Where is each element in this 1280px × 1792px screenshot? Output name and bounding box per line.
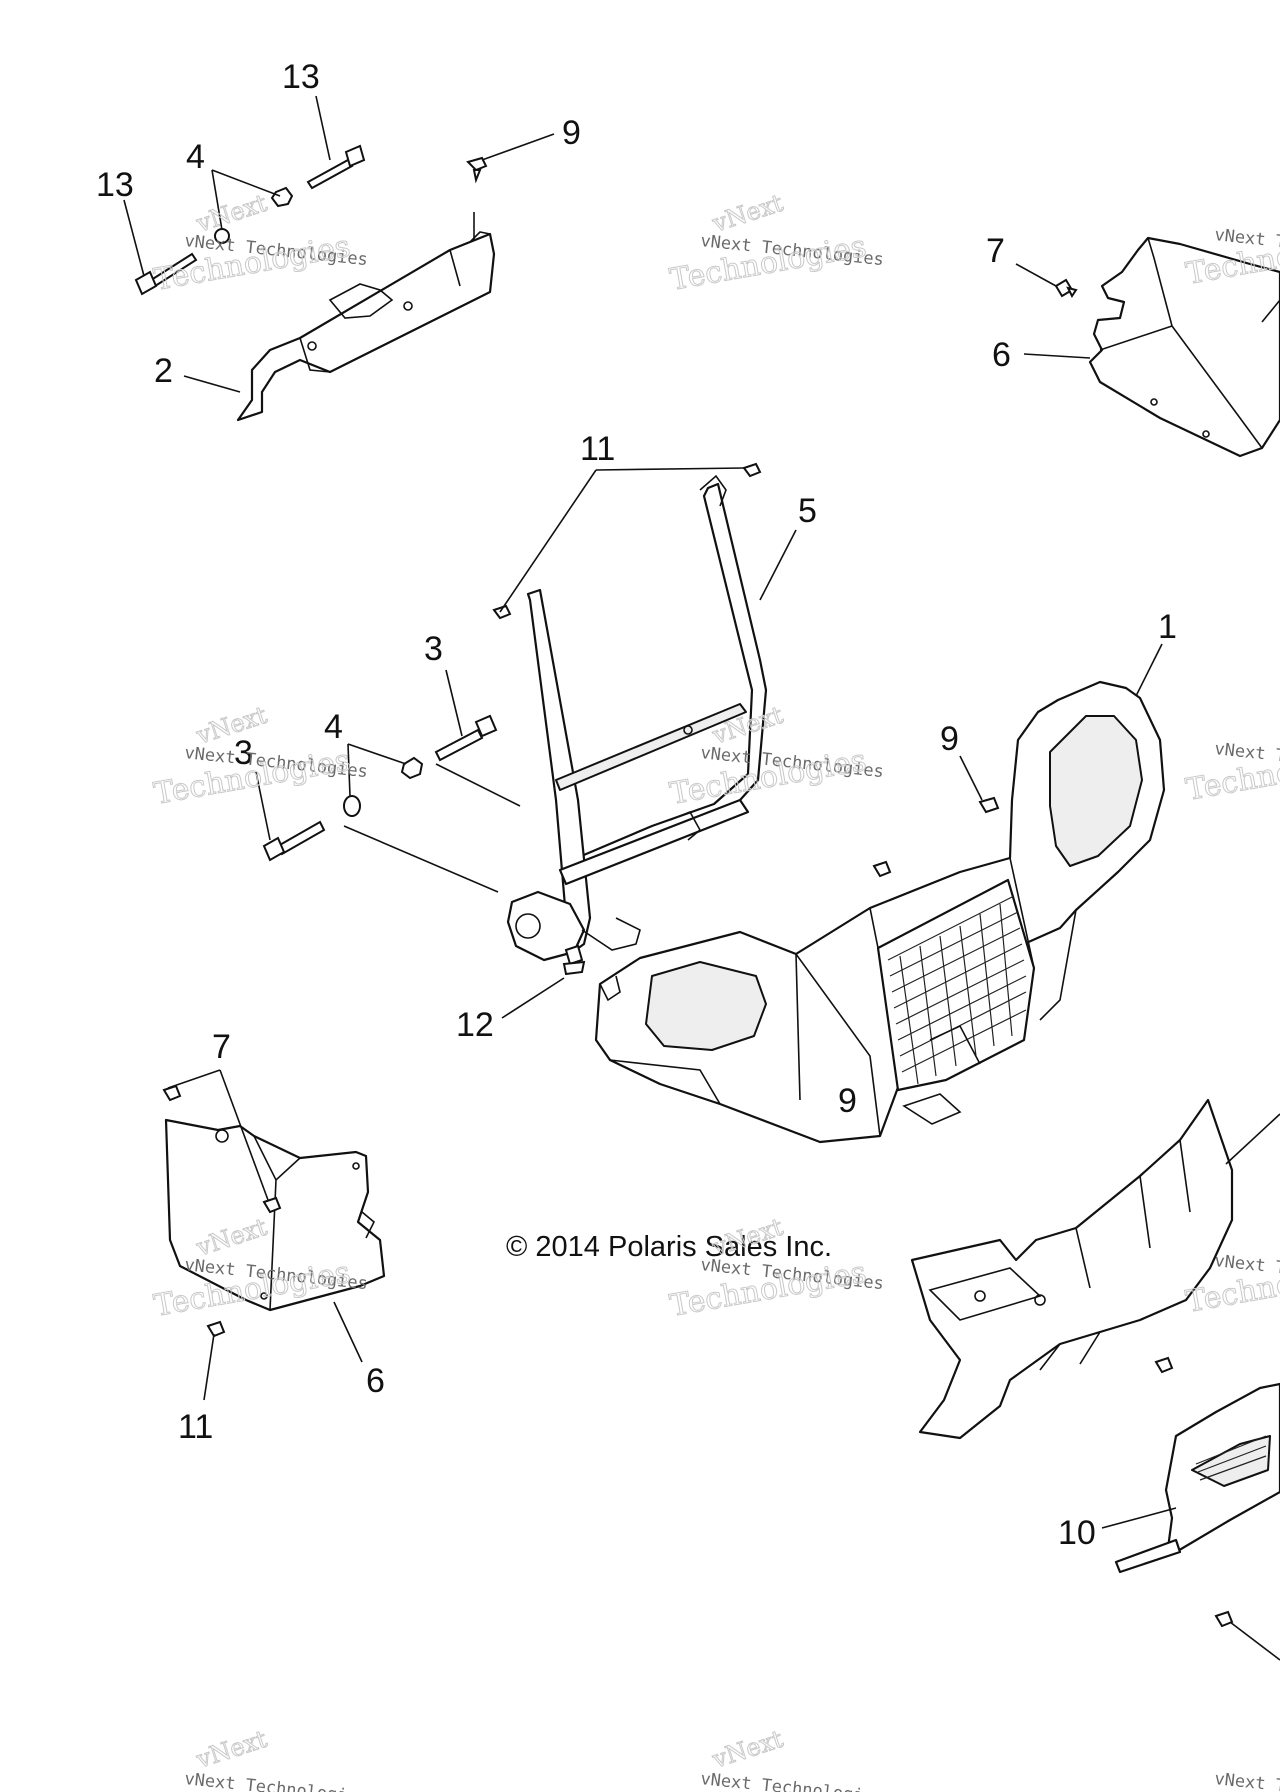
hoop-frame-part-5 [506, 474, 768, 962]
watermark-line1: vNext [708, 701, 786, 750]
leader-lines [123, 95, 1280, 1661]
callout-7-left: 7 [212, 1028, 231, 1066]
screw-7-top [1054, 278, 1078, 298]
watermark-bottom-center: vNext vNext Technologies [699, 1724, 884, 1792]
skid-plate-part-10 [1114, 1382, 1280, 1574]
callout-6-left: 6 [366, 1362, 385, 1400]
screw-9-top [466, 156, 488, 184]
callout-3-lower: 3 [234, 734, 253, 772]
bolt-13-top [306, 144, 366, 190]
nut-4-middle [343, 756, 424, 817]
watermark-top-center: vNext vNext Technologies Technologies [667, 188, 885, 298]
callout-11-bottom: 11 [178, 1408, 213, 1446]
callout-1: 1 [1158, 608, 1177, 646]
callout-6-top: 6 [992, 336, 1011, 374]
screw-11-bottom [206, 1320, 226, 1338]
callout-10: 10 [1058, 1514, 1096, 1552]
watermark-middle-center: vNext vNext Technologies Technologies [667, 700, 885, 812]
callout-5: 5 [798, 492, 817, 530]
screw-skid [1214, 1610, 1234, 1628]
watermark-bottom-left: vNext vNext Technologies [183, 1724, 368, 1792]
bracket-part-2 [236, 212, 496, 422]
watermark-line1: vNext [708, 189, 786, 238]
bolt-3-upper [434, 714, 498, 762]
watermark-line2: vNext Technologies [183, 1769, 368, 1792]
watermark-line1: vNext [192, 189, 270, 238]
callout-4-top: 4 [186, 138, 205, 176]
callout-labels: 13 13 4 9 2 7 6 11 5 1 3 4 3 9 12 9 7 6 … [96, 58, 1177, 1552]
watermark-line2: vNext Technologies [699, 1769, 884, 1792]
clip-12 [562, 944, 586, 976]
watermark-top-left: vNext vNext Technologies Technologies [151, 188, 369, 298]
screw-bumper [1154, 1356, 1174, 1374]
watermark-line2: vNext Technologies [1213, 1769, 1280, 1792]
callout-7-top: 7 [986, 232, 1005, 270]
callout-9-middle: 9 [940, 720, 959, 758]
watermark-bottom-right: vNext Technologies [1213, 1769, 1280, 1792]
front-fascia-part-1 [594, 680, 1166, 1144]
callout-3-upper: 3 [424, 630, 443, 668]
screw-9-middle [872, 796, 1000, 878]
bolt-3-lower [262, 820, 326, 862]
shield-part-6-top [1088, 236, 1280, 458]
copyright-notice: © 2014 Polaris Sales Inc. [506, 1231, 832, 1263]
callout-11-top: 11 [580, 430, 615, 468]
screw-11-top [492, 462, 762, 620]
callout-2: 2 [154, 352, 173, 390]
nut-4-top [214, 186, 294, 244]
callout-4-middle: 4 [324, 708, 343, 746]
lower-bumper [910, 1098, 1234, 1440]
watermark-line1: vNext [192, 701, 270, 750]
watermark-lower-center: vNext vNext Technologies Technologies [667, 1212, 885, 1324]
watermark-middle-right: vNext Technologies Technologies [1183, 738, 1280, 808]
callout-9-top: 9 [562, 114, 581, 152]
callout-9-fascia: 9 [838, 1082, 857, 1120]
callout-12: 12 [456, 1006, 494, 1044]
callout-13-left: 13 [96, 166, 134, 204]
callout-13-top: 13 [282, 58, 320, 96]
grille-mesh [887, 895, 1027, 1085]
shield-part-6-left [164, 1118, 386, 1312]
bolt-13-left [134, 252, 198, 296]
watermark-line1: vNext [708, 1725, 786, 1774]
watermark-line1: vNext [192, 1725, 270, 1774]
